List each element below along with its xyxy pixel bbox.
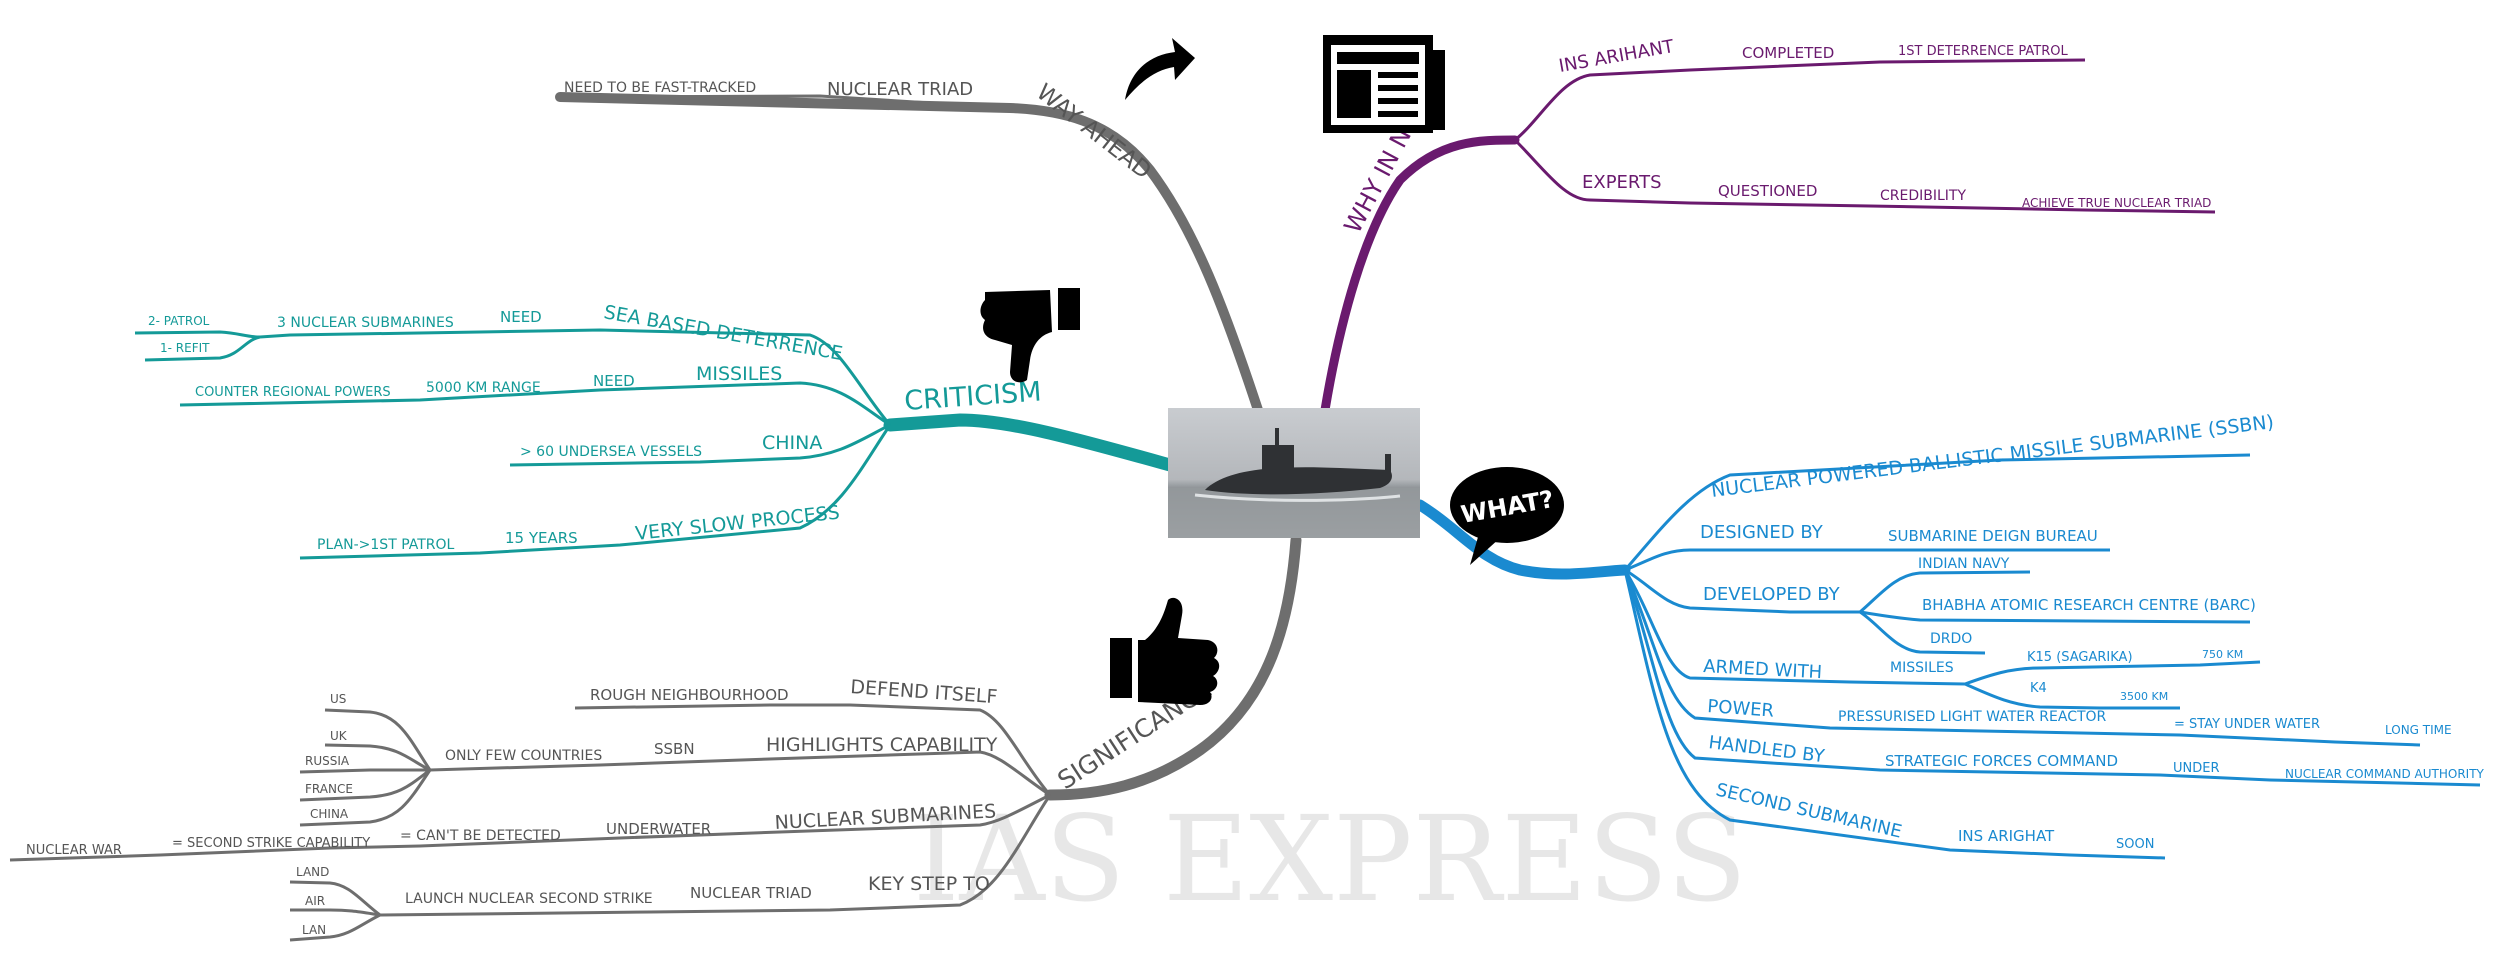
significance-triad: NUCLEAR TRIAD — [690, 884, 812, 902]
significance-defend: DEFEND ITSELF — [850, 676, 998, 708]
news-experts: EXPERTS — [1582, 172, 1662, 193]
what-stay: = STAY UNDER WATER — [2174, 717, 2320, 732]
criticism-plan: PLAN->1ST PATROL — [317, 537, 455, 553]
criticism-counter: COUNTER REGIONAL POWERS — [195, 385, 391, 400]
way-ahead-triad: NUCLEAR TRIAD — [827, 79, 973, 100]
watermark: IAS EXPRESS — [913, 790, 1747, 928]
branch-way-ahead — [555, 92, 1263, 415]
significance-country-china: CHINA — [310, 807, 349, 821]
what-developed: DEVELOPED BY — [1703, 584, 1841, 605]
news-completed: COMPLETED — [1742, 44, 1834, 62]
significance-country-russia: RUSSIA — [305, 754, 350, 768]
way-ahead-label: WAY AHEAD — [1031, 79, 1156, 184]
criticism-subs3: 3 NUCLEAR SUBMARINES — [277, 315, 454, 331]
significance-rough: ROUGH NEIGHBOURHOOD — [590, 686, 789, 704]
significance-war: NUCLEAR WAR — [26, 843, 122, 858]
news-questioned: QUESTIONED — [1718, 182, 1817, 200]
what-missiles: MISSILES — [1890, 660, 1954, 676]
what-3500: 3500 KM — [2120, 690, 2168, 703]
significance-land: LAND — [296, 865, 329, 879]
criticism-patrol2: 2- PATROL — [148, 314, 210, 328]
significance-air: AIR — [305, 894, 325, 908]
what-bureau: SUBMARINE DEIGN BUREAU — [1888, 527, 2098, 545]
branch-criticism — [883, 413, 1177, 472]
significance-few: ONLY FEW COUNTRIES — [445, 748, 602, 764]
significance-lan: LAN — [302, 923, 326, 937]
criticism-sea-need: NEED — [500, 308, 542, 326]
main-branches — [555, 92, 1631, 801]
branch-significance — [1044, 534, 1302, 801]
news-patrol: 1ST DETERRENCE PATROL — [1898, 44, 2069, 59]
thumbs-down-icon — [980, 288, 1080, 383]
criticism-miss-need: NEED — [593, 372, 635, 390]
criticism-sea: SEA BASED DETERRENCE — [602, 301, 844, 365]
criticism-china: CHINA — [762, 432, 822, 454]
significance-ssbn: SSBN — [654, 740, 695, 758]
what-power: POWER — [1707, 696, 1775, 722]
submarine-photo — [1168, 408, 1420, 538]
significance-country-france: FRANCE — [305, 782, 353, 796]
significance-country-us: US — [330, 692, 346, 706]
significance-key: KEY STEP TO — [868, 873, 990, 895]
criticism-undersea: > 60 UNDERSEA VESSELS — [520, 444, 702, 460]
significance-highlights: HIGHLIGHTS CAPABILITY — [766, 734, 998, 756]
criticism-slow: VERY SLOW PROCESS — [634, 502, 841, 545]
what-nca: NUCLEAR COMMAND AUTHORITY — [2285, 767, 2485, 781]
what-speech-bubble-icon: WHAT? — [1450, 467, 1564, 565]
curved-arrow-icon — [1125, 38, 1195, 100]
what-arighat: INS ARIGHAT — [1958, 827, 2055, 845]
thumbs-up-icon — [1110, 597, 1220, 705]
criticism-label: CRITICISM — [903, 376, 1042, 417]
news-achieve: ACHIEVE TRUE NUCLEAR TRIAD — [2022, 196, 2211, 210]
criticism-range: 5000 KM RANGE — [426, 380, 541, 396]
what-drdo: DRDO — [1930, 631, 1972, 647]
branch-why-in-news — [1320, 135, 1520, 415]
what-designed: DESIGNED BY — [1700, 522, 1824, 543]
what-under: UNDER — [2173, 761, 2220, 776]
newspaper-icon — [1323, 35, 1445, 133]
criticism-years: 15 YEARS — [505, 529, 578, 547]
significance-country-uk: UK — [330, 729, 348, 743]
significance-cant: = CAN'T BE DETECTED — [400, 828, 561, 844]
significance-underwater: UNDERWATER — [606, 820, 711, 838]
what-sfc: STRATEGIC FORCES COMMAND — [1885, 752, 2118, 770]
what-reactor: PRESSURISED LIGHT WATER REACTOR — [1838, 709, 2107, 725]
what-navy: INDIAN NAVY — [1918, 556, 2010, 572]
what-soon: SOON — [2116, 837, 2154, 852]
what-k4: K4 — [2030, 681, 2047, 696]
criticism-missiles: MISSILES — [696, 363, 782, 385]
significance-second: = SECOND STRIKE CAPABILITY — [172, 836, 370, 851]
what-long: LONG TIME — [2385, 723, 2452, 737]
way-ahead-fast: NEED TO BE FAST-TRACKED — [564, 80, 756, 96]
news-credibility: CREDIBILITY — [1880, 188, 1966, 204]
what-750: 750 KM — [2202, 648, 2243, 661]
significance-launch: LAUNCH NUCLEAR SECOND STRIKE — [405, 891, 653, 907]
what-k15: K15 (SAGARIKA) — [2027, 650, 2133, 665]
branch-what — [1414, 499, 1631, 580]
criticism-refit1: 1- REFIT — [160, 341, 210, 355]
what-barc: BHABHA ATOMIC RESEARCH CENTRE (BARC) — [1922, 596, 2256, 614]
